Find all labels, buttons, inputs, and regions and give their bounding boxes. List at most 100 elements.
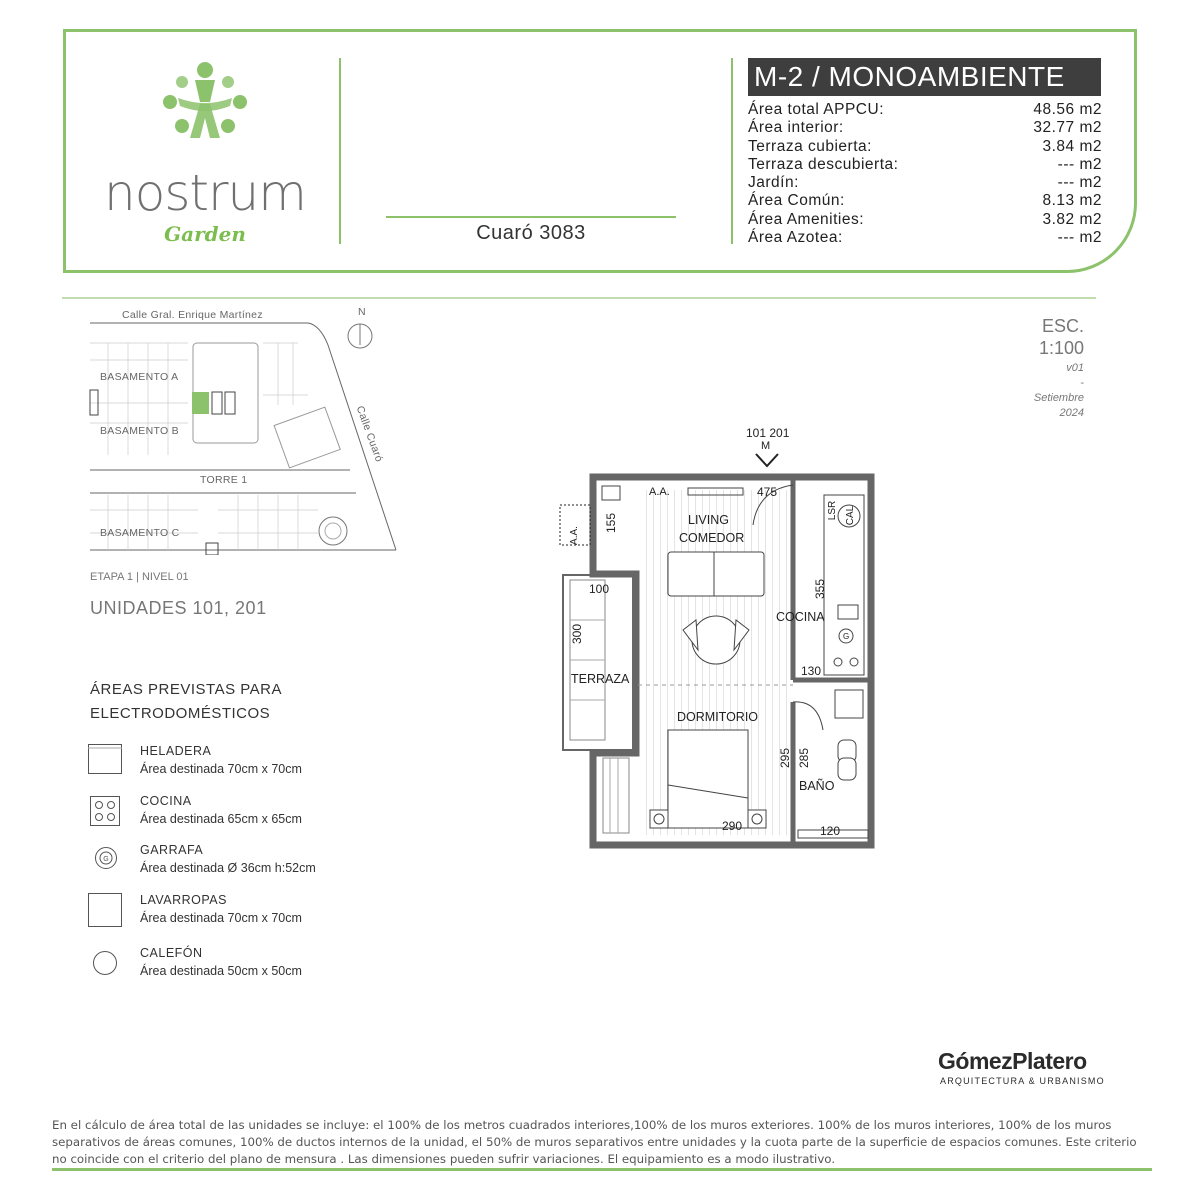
stage-label: ETAPA 1 | NIVEL 01 xyxy=(90,571,189,583)
legend-item-lavarropas: LAVARROPAS Área destinada 70cm x 70cm xyxy=(88,893,388,933)
area-label: Terraza cubierta: xyxy=(748,137,872,155)
area-value: --- m2 xyxy=(1057,155,1102,173)
area-value: 48.56 m2 xyxy=(1033,101,1102,118)
dormitorio-label: DORMITORIO xyxy=(677,710,759,724)
area-row: Área Común: 8.13 m2 xyxy=(748,192,1102,210)
dimension-355: 355 xyxy=(813,578,828,600)
brand-subtitle: Garden xyxy=(164,222,246,246)
lsr-label: LSR xyxy=(827,500,839,521)
legend-name: COCINA xyxy=(140,794,192,808)
legend-item-calefon: CALEFÓN Área destinada 50cm x 50cm xyxy=(88,946,388,986)
legend-desc: Área destinada 70cm x 70cm xyxy=(140,762,302,776)
area-label: Área Amenities: xyxy=(748,210,865,228)
torre-label: TORRE 1 xyxy=(200,474,248,486)
dimension-290: 290 xyxy=(722,819,743,833)
legend-name: LAVARROPAS xyxy=(140,893,227,907)
area-row: Terraza cubierta: 3.84 m2 xyxy=(748,138,1102,156)
project-address: Cuaró 3083 xyxy=(476,222,586,244)
cocina-label: COCINA xyxy=(776,610,825,624)
unit-location-highlight xyxy=(192,392,209,414)
header-divider xyxy=(339,58,341,244)
water-heater-icon xyxy=(93,951,117,975)
basamento-b-label: BASAMENTO B xyxy=(100,425,179,437)
north-label: N xyxy=(358,306,366,318)
version-label: v01 xyxy=(1066,362,1084,374)
living-label: LIVING xyxy=(688,513,729,527)
version-separator: - xyxy=(1080,377,1084,389)
dimension-295: 295 xyxy=(778,747,793,769)
footer-line xyxy=(52,1168,1152,1171)
legend-desc: Área destinada 50cm x 50cm xyxy=(140,964,302,978)
legend-item-cocina: COCINA Área destinada 65cm x 65cm xyxy=(88,794,388,834)
legend-item-heladera: HELADERA Área destinada 70cm x 70cm xyxy=(88,744,388,784)
area-label: Área Azotea: xyxy=(748,229,843,247)
brand-logo-icon xyxy=(163,62,247,138)
gas-bottle-mark: G xyxy=(843,632,850,641)
area-value: 3.82 m2 xyxy=(1042,210,1102,228)
dimension-120: 120 xyxy=(820,824,841,838)
dimension-475: 475 xyxy=(757,485,778,499)
legend-name: CALEFÓN xyxy=(140,946,203,960)
basamento-a-label: BASAMENTO A xyxy=(100,371,179,383)
area-value: 3.84 m2 xyxy=(1042,137,1102,155)
aa-side-label: A.A. xyxy=(568,526,580,545)
area-label: Área total APPCU: xyxy=(748,101,885,118)
gas-bottle-icon: G xyxy=(95,847,117,869)
area-row: Área interior: 32.77 m2 xyxy=(748,119,1102,137)
brand-name: nostrum xyxy=(104,164,307,222)
legend-title-line: ÁREAS PREVISTAS PARA xyxy=(90,681,282,698)
legend-title: ÁREAS PREVISTAS PARA ELECTRODOMÉSTICOS xyxy=(90,678,282,726)
dimension-300: 300 xyxy=(570,623,585,645)
header-frame xyxy=(63,29,1137,273)
area-value: --- m2 xyxy=(1057,229,1102,247)
comedor-label: COMEDOR xyxy=(679,531,745,545)
address-underline xyxy=(386,216,676,218)
area-row: Área Amenities: 3.82 m2 xyxy=(748,211,1102,229)
floor-plan xyxy=(559,453,875,849)
legend-desc: Área destinada 65cm x 65cm xyxy=(140,812,302,826)
dimension-100: 100 xyxy=(589,582,610,596)
site-plan xyxy=(89,322,397,555)
area-row: Área total APPCU: 48.56 m2 xyxy=(748,101,1102,119)
area-label: Área interior: xyxy=(748,119,844,137)
footnote: En el cálculo de área total de las unida… xyxy=(52,1118,1137,1166)
dimension-285: 285 xyxy=(797,747,812,769)
firm-name: GómezPlatero xyxy=(938,1048,1087,1074)
firm-subtitle: ARQUITECTURA & URBANISMO xyxy=(940,1076,1105,1086)
washer-area-icon xyxy=(88,893,122,927)
stove-area-icon xyxy=(90,796,120,826)
area-label: Área Común: xyxy=(748,192,845,210)
cal-label: CAL xyxy=(845,505,857,526)
scale-label: ESC. xyxy=(1041,316,1084,336)
scale-value: 1:100 xyxy=(1038,338,1084,358)
svg-text:G: G xyxy=(103,856,108,863)
area-value: 8.13 m2 xyxy=(1042,192,1102,210)
bano-label: BAÑO xyxy=(799,779,835,793)
header-divider xyxy=(731,58,733,244)
area-value: --- m2 xyxy=(1057,174,1102,192)
area-value: 32.77 m2 xyxy=(1033,119,1102,137)
section-divider xyxy=(62,297,1096,299)
fridge-area-icon xyxy=(88,744,122,774)
legend-desc: Área destinada 70cm x 70cm xyxy=(140,911,302,925)
legend-name: GARRAFA xyxy=(140,843,204,857)
basamento-c-label: BASAMENTO C xyxy=(100,527,180,539)
legend-title-line: ELECTRODOMÉSTICOS xyxy=(90,705,271,722)
legend-name: HELADERA xyxy=(140,744,212,758)
units-label: UNIDADES 101, 201 xyxy=(90,598,267,618)
area-row: Área Azotea: --- m2 xyxy=(748,229,1102,247)
date-month: Setiembre xyxy=(1033,392,1084,404)
area-label: Jardín: xyxy=(748,174,799,192)
unit-title: M-2 / MONOAMBIENTE xyxy=(748,58,1101,96)
area-table: Área total APPCU: 48.56 m2 Área interior:… xyxy=(748,101,1102,247)
street-top-label: Calle Gral. Enrique Martínez xyxy=(122,309,263,321)
date-year: 2024 xyxy=(1059,407,1084,419)
legend-desc: Área destinada Ø 36cm h:52cm xyxy=(140,861,316,875)
area-label: Terraza descubierta: xyxy=(748,155,899,173)
dimension-130: 130 xyxy=(801,664,822,678)
entry-marker-label: M xyxy=(761,440,771,452)
legend-item-garrafa: G GARRAFA Área destinada Ø 36cm h:52cm xyxy=(88,843,388,883)
area-row: Jardín: --- m2 xyxy=(748,174,1102,192)
area-row: Terraza descubierta: --- m2 xyxy=(748,156,1102,174)
terraza-label: TERRAZA xyxy=(571,672,630,686)
